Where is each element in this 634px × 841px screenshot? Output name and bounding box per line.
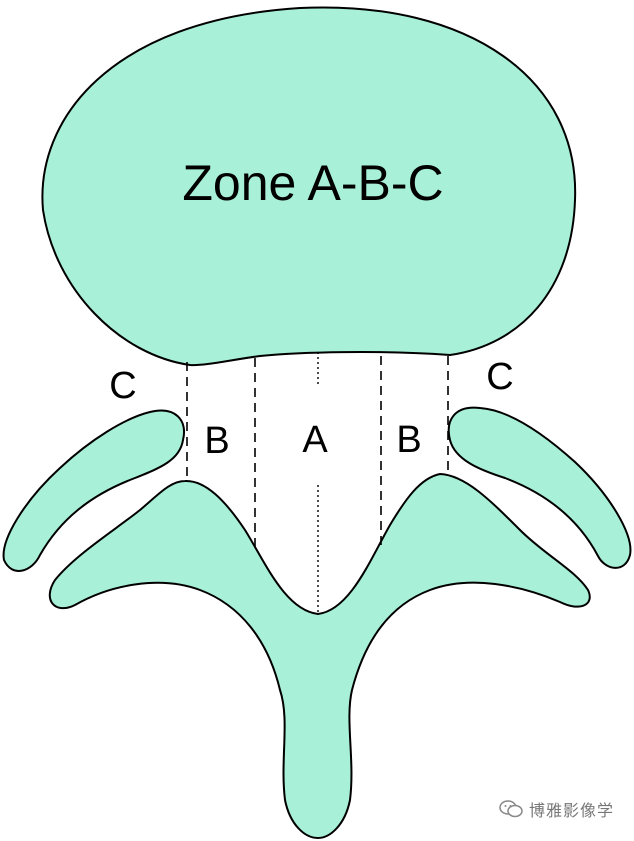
watermark-text: 博雅影像学	[528, 801, 614, 820]
left-articular-process	[2, 409, 186, 572]
vertebral-body	[41, 6, 577, 367]
neural-arch-spinous-process	[48, 473, 591, 839]
watermark: 博雅影像学	[499, 797, 614, 821]
zone-b-right-label: B	[396, 419, 421, 461]
zone-c-right-label: C	[486, 356, 513, 398]
diagram-title: Zone A-B-C	[182, 155, 443, 211]
zone-c-left-label: C	[109, 365, 136, 407]
zone-b-left-label: B	[204, 420, 229, 462]
zone-a-label: A	[302, 419, 328, 461]
right-articular-process	[447, 406, 632, 569]
wechat-icon	[499, 800, 523, 818]
